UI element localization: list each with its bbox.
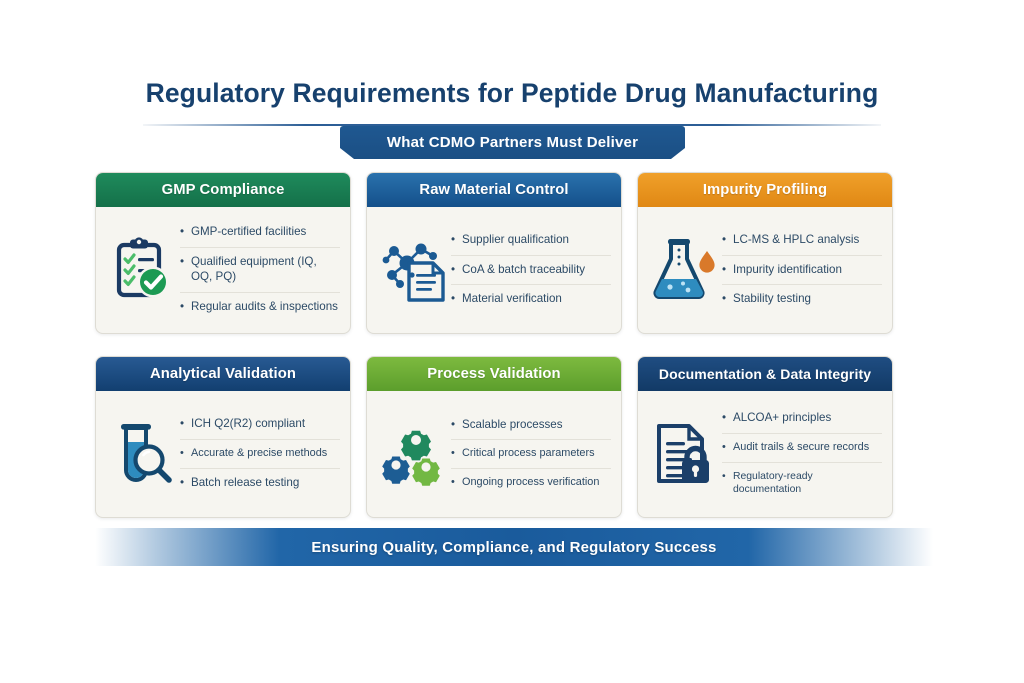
list-item: Regular audits & inspections bbox=[180, 293, 340, 322]
document-lock-icon bbox=[648, 422, 722, 486]
card-bullet-list: ICH Q2(R2) compliant Accurate & precise … bbox=[180, 410, 342, 498]
card-bullet-list: LC-MS & HPLC analysis Impurity identific… bbox=[722, 226, 884, 314]
card-body: ICH Q2(R2) compliant Accurate & precise … bbox=[96, 391, 350, 517]
card-title: GMP Compliance bbox=[161, 182, 285, 198]
card-header: Documentation & Data Integrity bbox=[638, 357, 892, 391]
subtitle-ribbon-label: What CDMO Partners Must Deliver bbox=[386, 134, 639, 151]
list-item: Scalable processes bbox=[451, 411, 611, 441]
card-body: Supplier qualification CoA & batch trace… bbox=[367, 207, 621, 333]
card-header: Analytical Validation bbox=[96, 357, 350, 391]
list-item: Material verification bbox=[451, 285, 611, 314]
flask-droplet-icon bbox=[648, 237, 722, 303]
list-item: Audit trails & secure records bbox=[722, 434, 882, 464]
card-body: Scalable processes Critical process para… bbox=[367, 391, 621, 517]
page-title: Regulatory Requirements for Peptide Drug… bbox=[145, 78, 879, 108]
list-item: Qualified equipment (IQ, OQ, PQ) bbox=[180, 248, 340, 293]
card-body: ALCOA+ principles Audit trails & secure … bbox=[638, 391, 892, 517]
list-item: Accurate & precise methods bbox=[180, 440, 340, 469]
card-raw-material-control[interactable]: Raw Material Control bbox=[366, 172, 622, 334]
card-bullet-list: Scalable processes Critical process para… bbox=[451, 411, 613, 498]
list-item: ICH Q2(R2) compliant bbox=[180, 410, 340, 441]
gears-icon bbox=[377, 421, 451, 487]
clipboard-check-icon bbox=[106, 237, 180, 303]
card-title: Impurity Profiling bbox=[702, 182, 828, 198]
list-item: Batch release testing bbox=[180, 469, 340, 498]
card-process-validation[interactable]: Process Validation bbox=[366, 356, 622, 518]
list-item: Critical process parameters bbox=[451, 440, 611, 470]
card-title: Process Validation bbox=[427, 366, 561, 382]
card-header: Impurity Profiling bbox=[638, 173, 892, 207]
card-documentation-data-integrity[interactable]: Documentation & Data Integrity bbox=[637, 356, 893, 518]
list-item: Ongoing process verification bbox=[451, 469, 611, 497]
footer-banner: Ensuring Quality, Compliance, and Regula… bbox=[95, 528, 933, 566]
list-item: Supplier qualification bbox=[451, 226, 611, 256]
subtitle-ribbon: What CDMO Partners Must Deliver bbox=[340, 126, 685, 159]
list-item: Stability testing bbox=[722, 285, 882, 314]
list-item: CoA & batch traceability bbox=[451, 256, 611, 286]
title-divider bbox=[143, 124, 881, 126]
list-item: LC-MS & HPLC analysis bbox=[722, 226, 882, 256]
test-tube-magnifier-icon bbox=[106, 422, 180, 486]
card-bullet-list: Supplier qualification CoA & batch trace… bbox=[451, 226, 613, 314]
card-impurity-profiling[interactable]: Impurity Profiling bbox=[637, 172, 893, 334]
list-item: ALCOA+ principles bbox=[722, 404, 882, 435]
card-analytical-validation[interactable]: Analytical Validation ICH Q2(R2) complia… bbox=[95, 356, 351, 518]
card-title: Analytical Validation bbox=[149, 366, 296, 382]
card-body: GMP-certified facilities Qualified equip… bbox=[96, 207, 350, 333]
list-item: Impurity identification bbox=[722, 256, 882, 286]
list-item: Regulatory-ready documentation bbox=[722, 463, 882, 504]
card-bullet-list: ALCOA+ principles Audit trails & secure … bbox=[722, 404, 884, 503]
card-header: Raw Material Control bbox=[367, 173, 621, 207]
molecule-document-icon bbox=[377, 237, 451, 303]
card-title: Raw Material Control bbox=[419, 182, 569, 198]
card-bullet-list: GMP-certified facilities Qualified equip… bbox=[180, 218, 342, 321]
card-title: Documentation & Data Integrity bbox=[658, 366, 872, 382]
card-body: LC-MS & HPLC analysis Impurity identific… bbox=[638, 207, 892, 333]
list-item: GMP-certified facilities bbox=[180, 218, 340, 249]
footer-banner-label: Ensuring Quality, Compliance, and Regula… bbox=[311, 538, 717, 556]
card-gmp-compliance[interactable]: GMP Compliance bbox=[95, 172, 351, 334]
card-header: GMP Compliance bbox=[96, 173, 350, 207]
card-header: Process Validation bbox=[367, 357, 621, 391]
card-grid: GMP Compliance bbox=[95, 172, 933, 518]
